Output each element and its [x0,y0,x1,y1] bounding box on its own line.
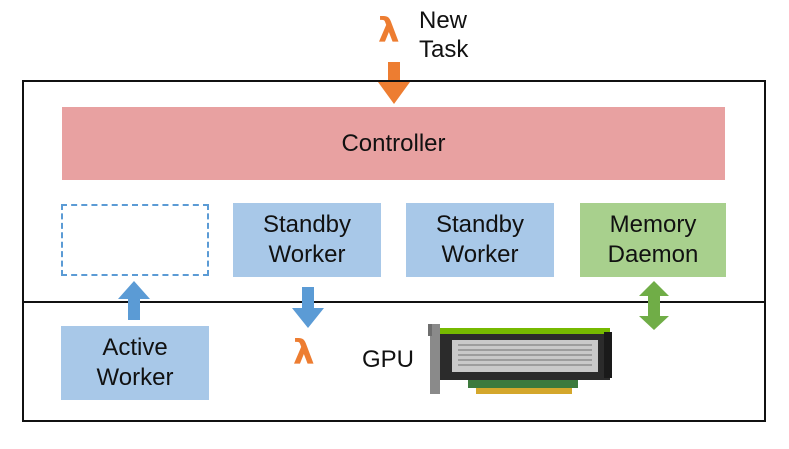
standby-worker-box: Standby Worker [233,203,381,277]
standby-worker-box: Standby Worker [406,203,554,277]
standby-worker-line1: Standby [435,211,525,238]
standby-worker-line1: Standby [262,211,352,238]
active-worker-line1: Active [102,334,168,361]
promote-up-arrow-icon [118,281,150,320]
controller-bar: Controller [62,107,725,180]
new-task-label-line1: New [419,7,468,34]
active-worker-line2: Worker [96,364,174,391]
dispatch-down-arrow-icon [292,287,324,328]
new-task-lambda-icon: λ [378,11,400,51]
memory-daemon-line2: Daemon [607,241,699,268]
memory-daemon-box: Memory Daemon [580,203,726,277]
memory-daemon-line1: Memory [609,211,697,238]
new-task-label: New Task [419,6,468,64]
standby-worker-line2: Worker [268,241,346,268]
system-boundary-box [22,80,766,422]
memory-sync-double-arrow-icon [639,281,669,330]
empty-worker-slot [61,204,209,276]
new-task-arrow-icon [378,62,410,104]
controller-label: Controller [341,129,446,157]
gpu-lambda-icon: λ [293,333,315,373]
standby-worker-line2: Worker [441,241,519,268]
gpu-card-icon [428,324,612,394]
gpu-label: GPU [362,346,415,373]
host-gpu-divider [22,301,766,303]
active-worker-box: Active Worker [61,326,209,400]
new-task-label-line2: Task [419,36,469,63]
